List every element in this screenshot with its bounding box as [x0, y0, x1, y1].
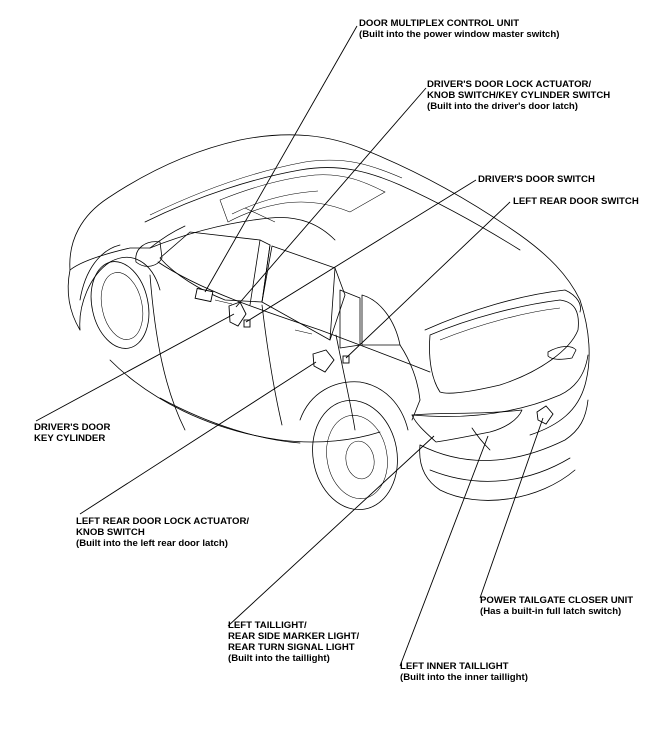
label-line: LEFT REAR DOOR LOCK ACTUATOR/: [76, 516, 250, 527]
leader-left-rear-lock-actuator: [79, 361, 317, 515]
drivers-door-switch-part: [243, 319, 251, 328]
label-left-rear-door-lock-actuator: LEFT REAR DOOR LOCK ACTUATOR/ KNOB SWITC…: [76, 516, 249, 549]
label-line: (Built into the driver's door latch): [427, 101, 578, 112]
label-line: DRIVER'S DOOR SWITCH: [478, 174, 595, 185]
label-line: LEFT INNER TAILLIGHT: [400, 661, 509, 672]
label-drivers-door-switch: DRIVER'S DOOR SWITCH: [478, 174, 595, 185]
label-drivers-door-key-cylinder: DRIVER'S DOOR KEY CYLINDER: [34, 422, 110, 444]
rear-door-switch-part: [342, 355, 350, 364]
label-line: (Has a built-in full latch switch): [480, 606, 622, 617]
leader-drivers-door-lock: [235, 87, 427, 308]
multiplex-unit-part: [194, 287, 214, 303]
door-lock-actuator-part: [228, 301, 247, 327]
label-line: KEY CYLINDER: [34, 433, 106, 444]
leader-drivers-door-switch: [245, 179, 477, 323]
label-line: DRIVER'S DOOR: [34, 422, 111, 433]
label-left-rear-door-switch: LEFT REAR DOOR SWITCH: [513, 196, 639, 207]
leader-door-multiplex: [204, 25, 358, 293]
label-door-multiplex-control-unit: DOOR MULTIPLEX CONTROL UNIT (Built into …: [359, 18, 559, 40]
leader-tailgate-closer: [479, 417, 544, 599]
label-line: (Built into the left rear door latch): [76, 538, 228, 549]
label-line: (Built into the inner taillight): [400, 672, 528, 683]
tailgate-closer-part: [536, 405, 554, 425]
leader-left-taillight: [227, 435, 435, 627]
label-power-tailgate-closer-unit: POWER TAILGATE CLOSER UNIT (Has a built-…: [480, 595, 633, 617]
leader-drivers-key-cylinder: [35, 313, 235, 422]
leader-left-inner-taillight: [399, 435, 489, 667]
label-line: DRIVER'S DOOR LOCK ACTUATOR/: [427, 79, 592, 90]
label-line: KNOB SWITCH/KEY CYLINDER SWITCH: [427, 90, 611, 101]
label-left-taillight: LEFT TAILLIGHT/ REAR SIDE MARKER LIGHT/ …: [228, 620, 359, 664]
label-line: LEFT TAILLIGHT/: [228, 620, 307, 631]
label-drivers-door-lock-actuator: DRIVER'S DOOR LOCK ACTUATOR/ KNOB SWITCH…: [427, 79, 610, 112]
label-line: REAR SIDE MARKER LIGHT/: [228, 631, 360, 642]
leader-lines: [35, 25, 544, 667]
component-parts: [194, 287, 554, 425]
label-line: KNOB SWITCH: [76, 527, 145, 538]
vehicle-outline: [67, 134, 590, 511]
label-line: REAR TURN SIGNAL LIGHT: [228, 642, 355, 653]
label-line: (Built into the power window master swit…: [359, 29, 560, 40]
label-line: (Built into the taillight): [228, 653, 330, 664]
leader-left-rear-door-switch: [345, 201, 511, 359]
label-line: LEFT REAR DOOR SWITCH: [513, 196, 639, 207]
label-left-inner-taillight: LEFT INNER TAILLIGHT (Built into the inn…: [400, 661, 528, 683]
label-line: DOOR MULTIPLEX CONTROL UNIT: [359, 18, 520, 29]
label-line: POWER TAILGATE CLOSER UNIT: [480, 595, 634, 606]
rear-lock-actuator-part: [312, 349, 335, 373]
